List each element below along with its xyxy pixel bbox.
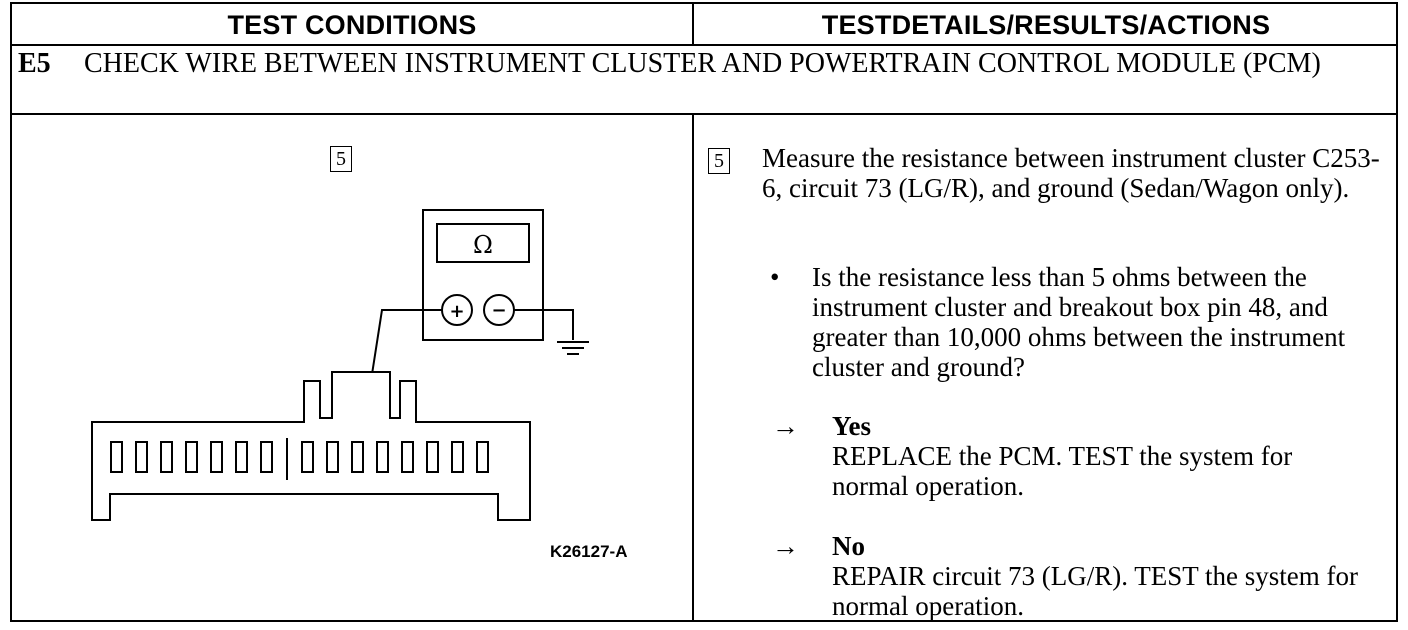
body-column-divider — [692, 113, 694, 622]
details-step-box: 5 — [708, 148, 730, 174]
question-text: Is the resistance less than 5 ohms betwe… — [812, 262, 1346, 382]
figure-id: K26127-A — [550, 542, 628, 561]
ohmmeter-connector-diagram: Ω + − — [91, 209, 589, 521]
yes-arrow-icon: → — [772, 411, 799, 441]
title-divider — [12, 113, 1396, 115]
no-arrow-icon: → — [772, 531, 799, 561]
ohm-symbol: Ω — [473, 231, 493, 259]
header-divider — [12, 44, 1396, 46]
figure-step-box: 5 — [330, 146, 352, 172]
no-label: No — [832, 531, 865, 561]
header-test-conditions: TEST CONDITIONS — [227, 9, 477, 40]
step-title: CHECK WIRE BETWEEN INSTRUMENT CLUSTER AN… — [84, 48, 1321, 79]
plus-symbol: + — [449, 301, 464, 322]
ground-icon — [557, 341, 589, 355]
minus-symbol: − — [491, 300, 506, 321]
test-table: TEST CONDITIONS TESTDETAILS/RESULTS/ACTI… — [10, 2, 1398, 622]
no-action: REPAIR circuit 73 (LG/R). TEST the syste… — [832, 561, 1358, 621]
positive-lead — [367, 309, 442, 401]
instruction-text: Measure the resistance between instrumen… — [762, 143, 1380, 203]
header-column-divider — [692, 4, 694, 44]
yes-label: Yes — [832, 411, 871, 441]
step-id: E5 — [18, 48, 51, 79]
connector-pins — [110, 441, 489, 473]
yes-action: REPLACE the PCM. TEST the system for nor… — [832, 441, 1293, 501]
bullet-icon: • — [770, 262, 780, 292]
ohmmeter-display — [436, 223, 530, 263]
header-test-details: TESTDETAILS/RESULTS/ACTIONS — [821, 9, 1271, 40]
ground-lead — [514, 309, 574, 340]
